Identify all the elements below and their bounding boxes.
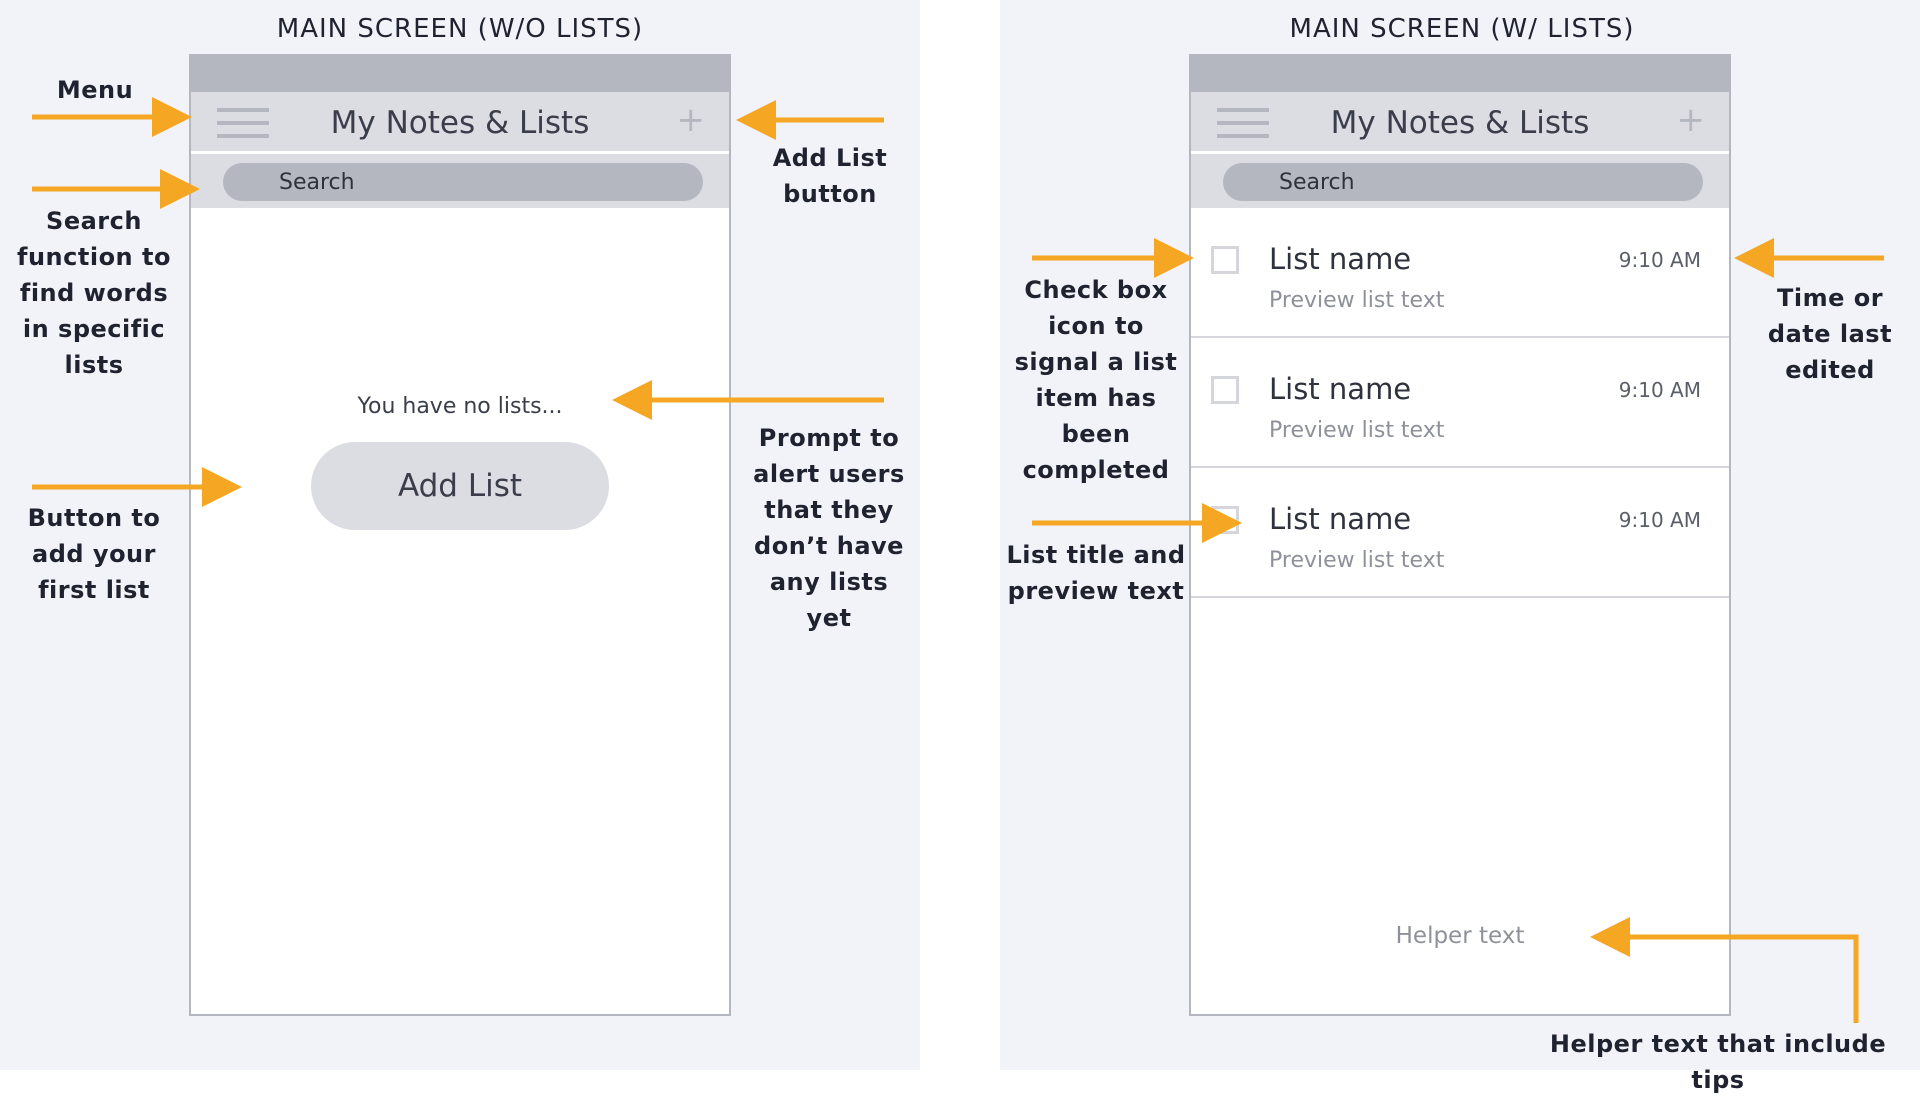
annotation-menu: Menu (56, 76, 134, 104)
annotation-time: Time or date last edited (1767, 284, 1893, 384)
annotation-helper: Helper text that include tips (1549, 1030, 1887, 1094)
search-input[interactable] (1223, 163, 1703, 201)
phone-frame-right: My Notes & Lists + List name Preview lis… (1189, 54, 1731, 1016)
annotation-first-list: Button to add your first list (27, 504, 161, 604)
list-item[interactable]: List name Preview list text 9:10 AM (1191, 338, 1729, 468)
list-item-name: List name (1269, 502, 1412, 536)
plus-icon[interactable]: + (1676, 100, 1706, 140)
plus-icon[interactable]: + (676, 100, 706, 140)
status-bar (1191, 56, 1729, 92)
add-list-button[interactable]: Add List (311, 442, 609, 530)
status-bar (191, 56, 729, 92)
checkbox-icon[interactable] (1211, 506, 1239, 534)
nav-bar: My Notes & Lists + (191, 92, 729, 154)
annotation-add-list-button: Add List button (772, 144, 888, 208)
annotation-list-title: List title and preview text (1006, 541, 1186, 605)
annotation-prompt: Prompt to alert users that they don’t ha… (753, 424, 905, 632)
checkbox-icon[interactable] (1211, 246, 1239, 274)
empty-message: You have no lists... (357, 394, 563, 419)
list-item-preview: Preview list text (1269, 288, 1445, 313)
left-panel: MAIN SCREEN (W/O LISTS) My Notes & Lists… (0, 0, 920, 1070)
list-item-time: 9:10 AM (1618, 378, 1701, 402)
phone-frame-left: My Notes & Lists + You have no lists... … (189, 54, 731, 1016)
app-title: My Notes & Lists (1330, 105, 1590, 141)
hamburger-menu-icon[interactable] (1217, 108, 1269, 138)
app-title: My Notes & Lists (330, 105, 590, 141)
list-item-name: List name (1269, 242, 1412, 276)
hamburger-menu-icon[interactable] (217, 108, 269, 138)
checkbox-icon[interactable] (1211, 376, 1239, 404)
search-bar (1191, 154, 1729, 208)
list-item-preview: Preview list text (1269, 418, 1445, 443)
screen-title-left: MAIN SCREEN (W/O LISTS) (276, 14, 644, 44)
nav-bar: My Notes & Lists + (1191, 92, 1729, 154)
search-input[interactable] (223, 163, 703, 201)
search-bar (191, 154, 729, 208)
list-item-time: 9:10 AM (1618, 508, 1701, 532)
list-item-preview: Preview list text (1269, 548, 1445, 573)
list-item[interactable]: List name Preview list text 9:10 AM (1191, 468, 1729, 598)
list-item-time: 9:10 AM (1618, 248, 1701, 272)
right-panel: MAIN SCREEN (W/ LISTS) My Notes & Lists … (1000, 0, 1920, 1094)
annotation-search: Search function to find words in specifi… (17, 207, 171, 379)
list-item[interactable]: List name Preview list text 9:10 AM (1191, 208, 1729, 338)
screen-title-right: MAIN SCREEN (W/ LISTS) (1289, 14, 1635, 44)
list-item-name: List name (1269, 372, 1412, 406)
helper-text: Helper text (1395, 923, 1525, 949)
annotation-checkbox: Check box icon to signal a list item has… (1014, 276, 1178, 484)
